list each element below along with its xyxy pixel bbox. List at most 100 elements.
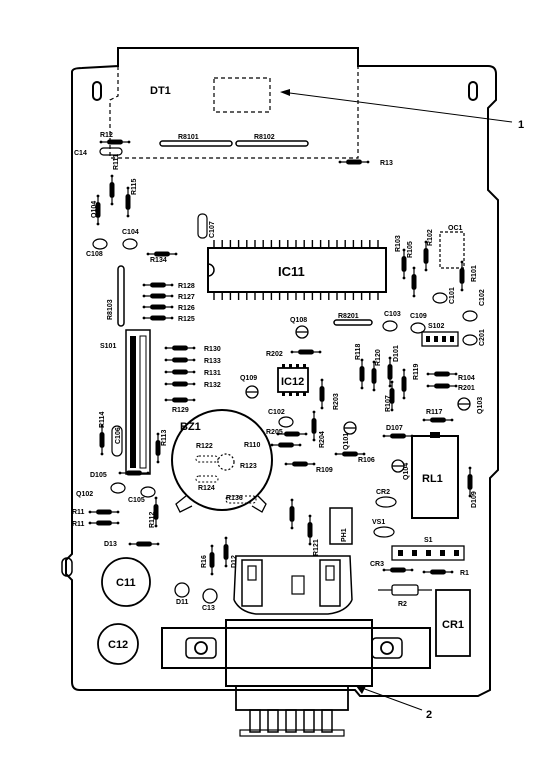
r127-label: R127 (178, 294, 195, 301)
r133-label: R133 (204, 358, 221, 365)
r11-label: R11 (72, 509, 85, 516)
c106-capacitor (111, 425, 123, 457)
c104-label: C104 (122, 229, 139, 236)
s1-label: S1 (424, 537, 433, 544)
r128-label: R128 (178, 283, 195, 290)
c102b-capacitor (278, 416, 294, 428)
r104-resistor (426, 370, 458, 378)
r202-label: R202 (266, 351, 283, 358)
r8201-label: R8201 (338, 313, 359, 320)
mounting-slot-top-right (468, 81, 478, 101)
s101-label: S101 (100, 343, 116, 350)
r112-label: R112 (149, 512, 156, 528)
r106-label: R106 (358, 457, 375, 464)
r8201-bar (333, 319, 373, 326)
c105-capacitor (140, 486, 156, 498)
r1-label: R1 (460, 570, 469, 577)
ic11-label: IC11 (278, 264, 305, 279)
r117-resistor (422, 416, 454, 424)
r11-resistor-a (87, 508, 121, 516)
c108-label: C108 (86, 251, 103, 258)
r130-label: R130 (204, 346, 221, 353)
bz1-buzzer (171, 409, 273, 513)
vs1-label: VS1 (372, 519, 385, 526)
d12-diode (222, 535, 230, 569)
r109-label: R109 (316, 467, 333, 474)
c14-label: C14 (74, 150, 87, 157)
c13-capacitor (202, 588, 218, 604)
d101-label: D101 (393, 345, 400, 362)
cr1-label: CR1 (442, 619, 464, 631)
q103-label: Q103 (477, 397, 484, 414)
s102-pins (426, 336, 454, 342)
callout-2-number: 2 (426, 709, 432, 721)
c104-capacitor (122, 238, 138, 250)
r8103-bar (117, 265, 125, 327)
q101-transistor (343, 421, 357, 435)
r113-label: R113 (161, 430, 168, 446)
callout-1-line (281, 91, 513, 123)
r105-label: R105 (407, 241, 414, 258)
r2-label: R2 (398, 601, 407, 608)
callout-2-arrow (356, 686, 366, 694)
c101-capacitor (432, 292, 448, 304)
q109-label: Q109 (240, 375, 257, 382)
c101-label: C101 (449, 287, 456, 304)
r118-resistor (358, 358, 366, 390)
c12-capacitor (97, 623, 139, 665)
r8101-bar (159, 140, 233, 147)
dt1-label: DT1 (150, 85, 171, 97)
q103-transistor (457, 397, 471, 411)
q101-label: Q101 (343, 433, 350, 450)
mounting-slot-top-left (92, 81, 102, 101)
r114-resistor (98, 424, 106, 456)
d105-label: D105 (90, 472, 107, 479)
c13-label: C13 (202, 605, 215, 612)
r110-resistor (270, 441, 302, 449)
r131-resistor (164, 368, 196, 376)
r129-resistor (164, 396, 196, 404)
r124-label: R124 (198, 485, 215, 492)
cr3-component (382, 566, 414, 574)
c11-capacitor (101, 557, 151, 607)
r107-label: R107 (385, 395, 392, 412)
r8101-label: R8101 (178, 134, 199, 141)
d11-label: D11 (176, 599, 189, 606)
c105-label: C105 (128, 497, 145, 504)
cr2-label: CR2 (376, 489, 390, 496)
r126-resistor (142, 303, 174, 311)
r113-resistor (154, 432, 162, 464)
r129-label: R129 (172, 407, 189, 414)
ph1-label: PH1 (341, 528, 348, 542)
q104b-label: Q104 (403, 463, 410, 480)
r126-label: R126 (178, 305, 195, 312)
s102-label: S102 (428, 323, 444, 330)
r125-resistor (142, 314, 174, 322)
d109-label: D109 (471, 491, 478, 508)
r105-resistor (410, 266, 418, 298)
r122-label: R122 (196, 443, 213, 450)
ph1-component (329, 507, 353, 545)
r104-label: R104 (458, 375, 475, 382)
s1-pins (398, 550, 459, 556)
s102-switch (421, 331, 459, 347)
cr2-component (375, 496, 397, 508)
r202-resistor (290, 348, 322, 356)
r103-label: R103 (395, 235, 402, 252)
r118-label: R118 (355, 344, 362, 360)
r1-resistor (422, 568, 454, 576)
c107-label: C107 (209, 221, 216, 238)
rl1-pin (430, 432, 440, 438)
r11-resistor-b (87, 519, 121, 527)
r103-resistor (400, 248, 408, 280)
c11-label: C11 (116, 577, 136, 589)
r117-label: R117 (426, 409, 442, 416)
r120-label: R120 (375, 349, 382, 366)
r13-resistor (338, 158, 370, 166)
r109-resistor (284, 460, 316, 468)
c12-label: C12 (108, 639, 128, 651)
r132-label: R132 (204, 382, 221, 389)
c107-capacitor (197, 213, 208, 239)
r205-label: R205 (266, 429, 283, 436)
